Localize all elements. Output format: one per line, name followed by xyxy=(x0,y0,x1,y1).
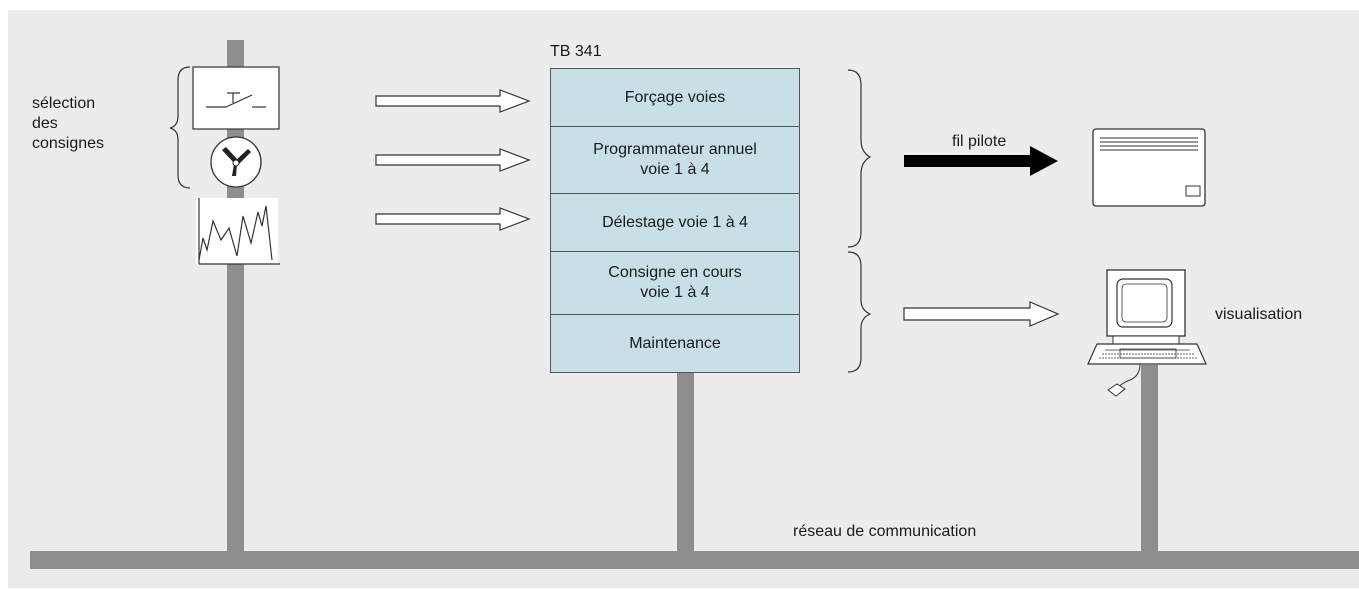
tb341-block: Forçage voies Programmateur annuel voie … xyxy=(550,68,800,373)
brace-outputs-top xyxy=(847,69,872,248)
left-brace xyxy=(169,66,191,189)
function-label: Programmateur annuel voie 1 à 4 xyxy=(593,141,757,178)
function-programmateur: Programmateur annuel voie 1 à 4 xyxy=(551,127,799,194)
network-label: réseau de communication xyxy=(793,523,977,540)
bus-drop-computer xyxy=(1141,365,1158,552)
selection-label: sélection des consignes xyxy=(32,95,105,152)
bus-drop-tb341 xyxy=(677,372,694,552)
function-label: Maintenance xyxy=(629,334,721,352)
block-title: TB 341 xyxy=(550,43,602,60)
input-arrow-graph xyxy=(375,207,531,231)
function-maintenance: Maintenance xyxy=(551,315,799,372)
function-delestage: Délestage voie 1 à 4 xyxy=(551,194,799,252)
input-arrow-switch xyxy=(375,89,531,113)
function-forcage: Forçage voies xyxy=(551,69,799,127)
computer-terminal-icon xyxy=(1087,269,1207,397)
output-arrow-visualisation xyxy=(903,301,1060,327)
communication-bus xyxy=(30,551,1359,569)
function-label: Délestage voie 1 à 4 xyxy=(602,213,748,231)
clock-icon xyxy=(210,136,262,188)
load-graph-icon xyxy=(196,198,280,265)
input-arrow-clock xyxy=(375,148,531,172)
radiator-icon xyxy=(1092,128,1206,207)
brace-outputs-bottom xyxy=(847,251,872,373)
function-label: Forçage voies xyxy=(624,88,726,106)
function-consigne: Consigne en cours voie 1 à 4 xyxy=(551,252,799,315)
visualisation-label: visualisation xyxy=(1215,306,1303,323)
fil-pilote-arrow xyxy=(904,146,1058,176)
switch-icon xyxy=(192,66,280,130)
function-label: Consigne en cours voie 1 à 4 xyxy=(608,264,742,301)
fil-pilote-label: fil pilote xyxy=(952,133,1007,150)
